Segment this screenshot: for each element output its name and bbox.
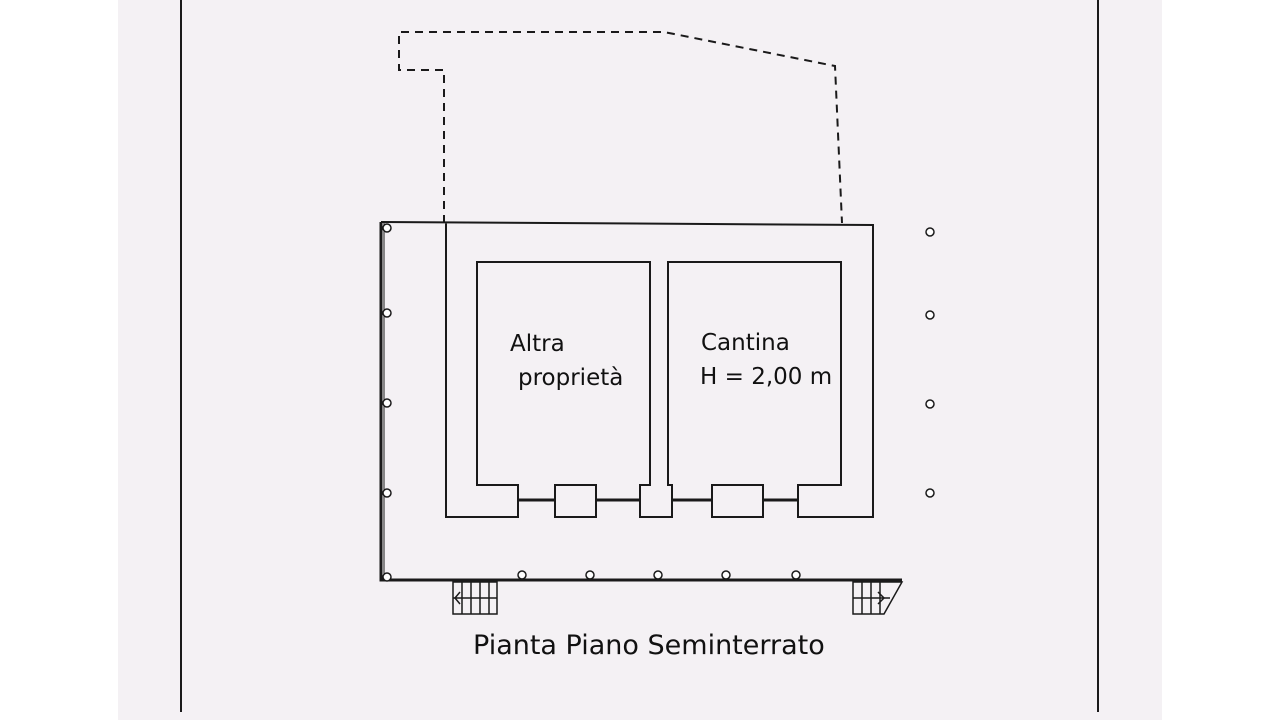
post-marker bbox=[653, 570, 663, 580]
window-left-room bbox=[554, 484, 597, 518]
post-marker bbox=[382, 572, 392, 582]
post-marker bbox=[925, 488, 935, 498]
window-right-room bbox=[711, 484, 764, 518]
boundary-posts bbox=[382, 223, 935, 582]
post-marker bbox=[585, 570, 595, 580]
post-marker bbox=[382, 308, 392, 318]
building-perimeter bbox=[380, 221, 874, 518]
room-label-cantina-line1: Cantina bbox=[701, 330, 790, 356]
post-marker bbox=[382, 488, 392, 498]
room-label-altra-line2: proprietà bbox=[518, 365, 623, 391]
post-marker bbox=[925, 310, 935, 320]
staircase-right bbox=[852, 581, 904, 615]
post-marker bbox=[382, 223, 392, 233]
room-label-cantina-line2: H = 2,00 m bbox=[700, 364, 832, 390]
post-marker bbox=[791, 570, 801, 580]
post-marker bbox=[925, 227, 935, 237]
room-label-altra-line1: Altra bbox=[510, 331, 565, 357]
paper-sheet bbox=[118, 0, 1162, 720]
lot-boundary bbox=[379, 222, 902, 582]
staircase-left bbox=[452, 581, 498, 615]
dashed-upper-outline bbox=[398, 31, 843, 224]
post-marker bbox=[721, 570, 731, 580]
post-marker bbox=[382, 398, 392, 408]
plan-title: Pianta Piano Seminterrato bbox=[473, 630, 825, 661]
post-marker bbox=[517, 570, 527, 580]
post-marker bbox=[925, 399, 935, 409]
